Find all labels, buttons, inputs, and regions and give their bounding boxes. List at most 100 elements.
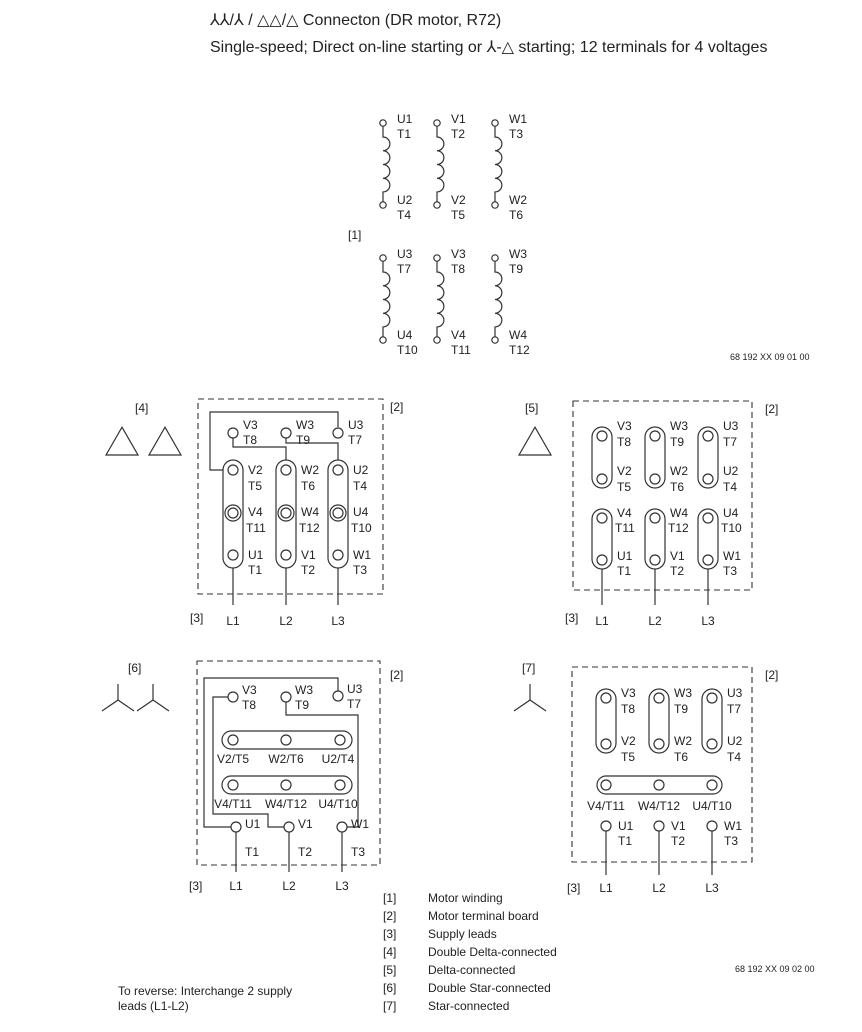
winding-terminal xyxy=(491,119,499,127)
terminal-label: T5 xyxy=(621,750,635,764)
supply-lead-label: L1 xyxy=(229,879,243,893)
drawing-number: 68 192 XX 09 01 00 xyxy=(730,352,810,362)
winding-label: W3 xyxy=(509,247,527,261)
terminal-label: T4 xyxy=(727,750,741,764)
winding-label: T4 xyxy=(397,208,411,222)
legend-key: [2] xyxy=(383,909,396,923)
terminal-label: V2 xyxy=(617,464,632,478)
terminal-label: U1 xyxy=(618,819,634,833)
terminal xyxy=(332,690,344,702)
winding-label: T2 xyxy=(451,127,465,141)
terminal xyxy=(280,779,292,791)
legend-label: Double Delta-connected xyxy=(428,945,557,959)
callout-3: [3] xyxy=(190,611,203,625)
terminal-label: T3 xyxy=(723,564,737,578)
terminal-link xyxy=(701,688,723,754)
supply-lead-label: L1 xyxy=(595,614,609,628)
terminal xyxy=(227,549,239,561)
winding-coil-icon xyxy=(382,261,391,337)
terminal-label: T3 xyxy=(353,563,367,577)
winding-terminal xyxy=(491,336,499,344)
terminal-label: T8 xyxy=(242,698,256,712)
terminal xyxy=(280,507,292,519)
terminal xyxy=(706,738,718,750)
terminal-label: T6 xyxy=(670,480,684,494)
legend-label: Motor winding xyxy=(428,891,503,905)
winding-label: T7 xyxy=(397,262,411,276)
terminal-label: T10 xyxy=(351,521,372,535)
terminal-label: T8 xyxy=(617,435,631,449)
winding-terminal xyxy=(433,201,441,209)
terminal-label: T9 xyxy=(295,698,309,712)
winding-label: T8 xyxy=(451,262,465,276)
callout-3: [3] xyxy=(567,881,580,895)
terminal xyxy=(600,779,612,791)
winding-coil-icon xyxy=(436,126,445,202)
reverse-note: leads (L1-L2) xyxy=(118,999,189,1013)
terminal-label: V4 xyxy=(617,506,632,520)
winding-label: V4 xyxy=(451,328,466,342)
terminal xyxy=(334,779,346,791)
winding-label: T10 xyxy=(397,343,418,357)
callout-2: [2] xyxy=(390,668,403,682)
terminal-label: T7 xyxy=(348,433,362,447)
legend-label: Double Star-connected xyxy=(428,981,551,995)
terminal xyxy=(332,464,344,476)
terminal-label: W1 xyxy=(724,819,742,833)
terminal-label: T6 xyxy=(674,750,688,764)
winding-label: V3 xyxy=(451,247,466,261)
terminal-label: V3 xyxy=(242,683,257,697)
wire xyxy=(285,702,359,828)
wire xyxy=(285,438,339,460)
supply-lead-label: L1 xyxy=(599,881,613,895)
terminal xyxy=(600,820,612,832)
winding-label: T5 xyxy=(451,208,465,222)
link-label: W4/T12 xyxy=(638,799,680,813)
winding-terminal xyxy=(379,119,387,127)
winding-terminal xyxy=(491,254,499,262)
terminal-board-outline xyxy=(571,666,753,863)
terminal-link xyxy=(697,426,719,489)
callout-3: [3] xyxy=(565,611,578,625)
terminal xyxy=(596,512,608,524)
terminal-label: T1 xyxy=(618,834,632,848)
callout-5: [5] xyxy=(525,401,538,415)
terminal-label: T11 xyxy=(615,521,635,535)
terminal-label: U1 xyxy=(248,548,264,562)
terminal xyxy=(332,507,344,519)
supply-lead-label: L2 xyxy=(648,614,662,628)
callout-2: [2] xyxy=(765,402,778,416)
terminal xyxy=(596,430,608,442)
winding-coil-icon xyxy=(436,261,445,337)
terminal-label: T4 xyxy=(723,480,737,494)
link-label: U4/T10 xyxy=(318,797,358,811)
callout-6: [6] xyxy=(128,661,141,675)
terminal-label: V4 xyxy=(248,505,263,519)
delta-symbol-icon xyxy=(104,425,140,456)
terminal-label: U3 xyxy=(723,419,739,433)
wire xyxy=(203,677,339,828)
terminal-label: W3 xyxy=(670,419,688,433)
terminal-label: T3 xyxy=(351,845,365,859)
winding-label: U1 xyxy=(397,112,413,126)
callout-1: [1] xyxy=(348,228,361,242)
terminal-label: T2 xyxy=(670,564,684,578)
terminal xyxy=(653,738,665,750)
terminal xyxy=(283,821,295,833)
winding-terminal xyxy=(433,119,441,127)
terminal xyxy=(653,692,665,704)
terminal-label: U4 xyxy=(353,505,369,519)
winding-label: T9 xyxy=(509,262,523,276)
terminal xyxy=(280,464,292,476)
terminal xyxy=(649,512,661,524)
winding-label: U2 xyxy=(397,193,413,207)
link-label: U2/T4 xyxy=(322,752,355,766)
terminal-label: T7 xyxy=(347,697,361,711)
terminal-label: U2 xyxy=(723,464,739,478)
winding-label: W2 xyxy=(509,193,527,207)
terminal-label: U1 xyxy=(617,549,633,563)
winding-coil-icon xyxy=(382,126,391,202)
winding-coil-icon xyxy=(494,126,503,202)
terminal-label: W3 xyxy=(674,686,692,700)
terminal-label: W1 xyxy=(353,548,371,562)
